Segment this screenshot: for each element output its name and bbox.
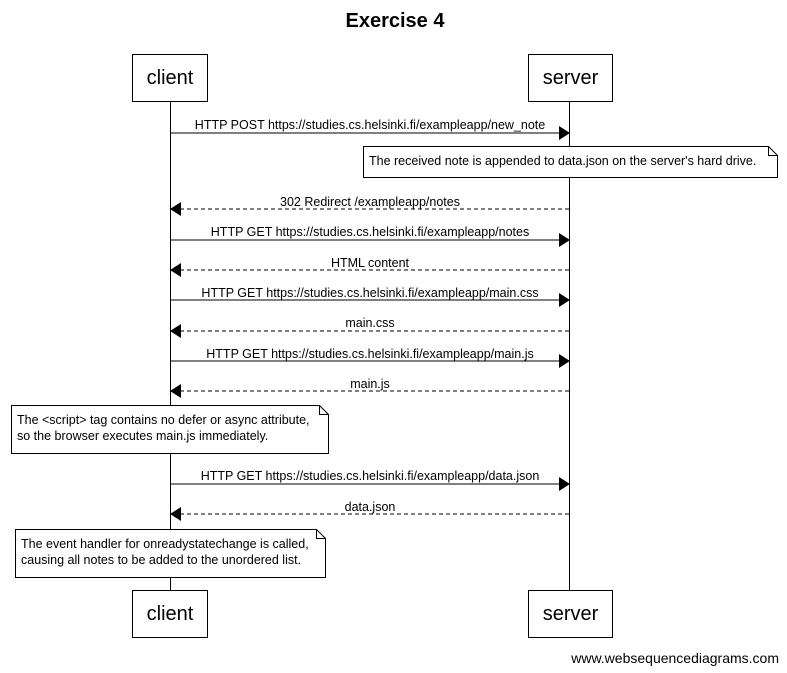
message-arrow-10 xyxy=(170,507,569,521)
server-lifeline xyxy=(569,102,570,590)
client-participant-bottom: client xyxy=(132,590,208,638)
client-participant-top: client xyxy=(132,54,208,102)
message-arrow-6 xyxy=(170,324,569,338)
message-label-4: HTML content xyxy=(330,256,410,270)
diagram-title: Exercise 4 xyxy=(345,10,445,32)
note-event-handler: The event handler for onreadystatechange… xyxy=(15,529,326,578)
message-label-1: HTTP POST https://studies.cs.helsinki.fi… xyxy=(194,118,546,132)
message-arrow-8 xyxy=(170,384,569,398)
message-arrow-2 xyxy=(170,202,569,216)
message-label-6: main.css xyxy=(345,316,395,330)
note-shape xyxy=(11,405,329,454)
message-arrow-9 xyxy=(170,477,570,491)
message-arrow-5 xyxy=(170,293,570,307)
note-text-line: causing all notes to be added to the uno… xyxy=(21,553,302,567)
message-arrow-3 xyxy=(170,233,570,247)
message-label-9: HTTP GET https://studies.cs.helsinki.fi/… xyxy=(200,469,540,483)
message-label-3: HTTP GET https://studies.cs.helsinki.fi/… xyxy=(210,225,530,239)
message-label-7: HTTP GET https://studies.cs.helsinki.fi/… xyxy=(206,347,534,361)
message-arrow-7 xyxy=(170,354,570,368)
note-script-execution: The <script> tag contains no defer or as… xyxy=(11,405,329,454)
server-participant-bottom: server xyxy=(528,590,613,638)
note-text-line: The event handler for onreadystatechange… xyxy=(21,537,309,551)
note-text-line: so the browser executes main.js immediat… xyxy=(17,429,269,443)
message-label-5: HTTP GET https://studies.cs.helsinki.fi/… xyxy=(201,286,539,300)
message-label-10: data.json xyxy=(344,500,396,514)
note-shape xyxy=(15,529,326,578)
note-shape xyxy=(363,146,778,178)
note-server-storage: The received note is appended to data.js… xyxy=(363,146,778,178)
server-participant-top: server xyxy=(528,54,613,102)
message-label-8: main.js xyxy=(350,377,390,391)
message-arrow-4 xyxy=(170,263,569,277)
client-lifeline xyxy=(170,102,171,590)
note-text-line: The <script> tag contains no defer or as… xyxy=(17,413,310,427)
message-arrow-1 xyxy=(170,126,570,140)
note-text-line: The received note is appended to data.js… xyxy=(369,154,757,168)
message-label-2: 302 Redirect /exampleapp/notes xyxy=(280,195,460,209)
watermark-link: www.websequencediagrams.com xyxy=(571,650,779,666)
